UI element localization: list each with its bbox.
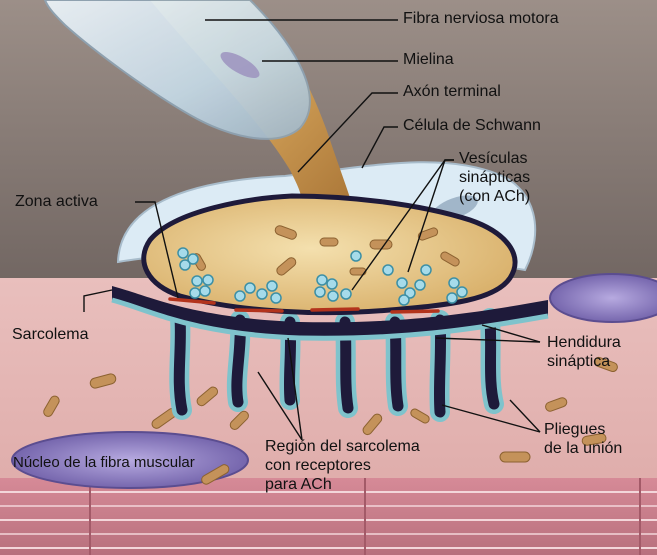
label-pliegues: Pliegues de la unión [544,420,622,458]
label-region-sarcolema-line-2: con receptores [265,456,420,475]
label-vesiculas-line-2: sinápticas [459,168,530,187]
label-axon-terminal: Axón terminal [403,82,501,101]
label-zona-activa: Zona activa [15,192,98,211]
label-celula-schwann: Célula de Schwann [403,116,541,135]
label-nucleo: Núcleo de la fibra muscular [13,453,195,472]
label-vesiculas-line-1: Vesículas [459,149,530,168]
label-hendidura-line-1: Hendidura [547,333,621,352]
label-fibra-nerviosa: Fibra nerviosa motora [403,9,559,28]
label-region-sarcolema-line-3: para ACh [265,475,420,494]
muscle-nucleus-right [550,274,657,322]
label-mielina: Mielina [403,50,454,69]
label-pliegues-line-1: Pliegues [544,420,622,439]
label-region-sarcolema-line-1: Región del sarcolema [265,437,420,456]
label-vesiculas: Vesículas sinápticas (con ACh) [459,149,530,206]
label-region-sarcolema: Región del sarcolema con receptores para… [265,437,420,494]
label-pliegues-line-2: de la unión [544,439,622,458]
label-vesiculas-line-3: (con ACh) [459,187,530,206]
label-sarcolema: Sarcolema [12,325,88,344]
label-hendidura: Hendidura sináptica [547,333,621,371]
label-hendidura-line-2: sináptica [547,352,621,371]
